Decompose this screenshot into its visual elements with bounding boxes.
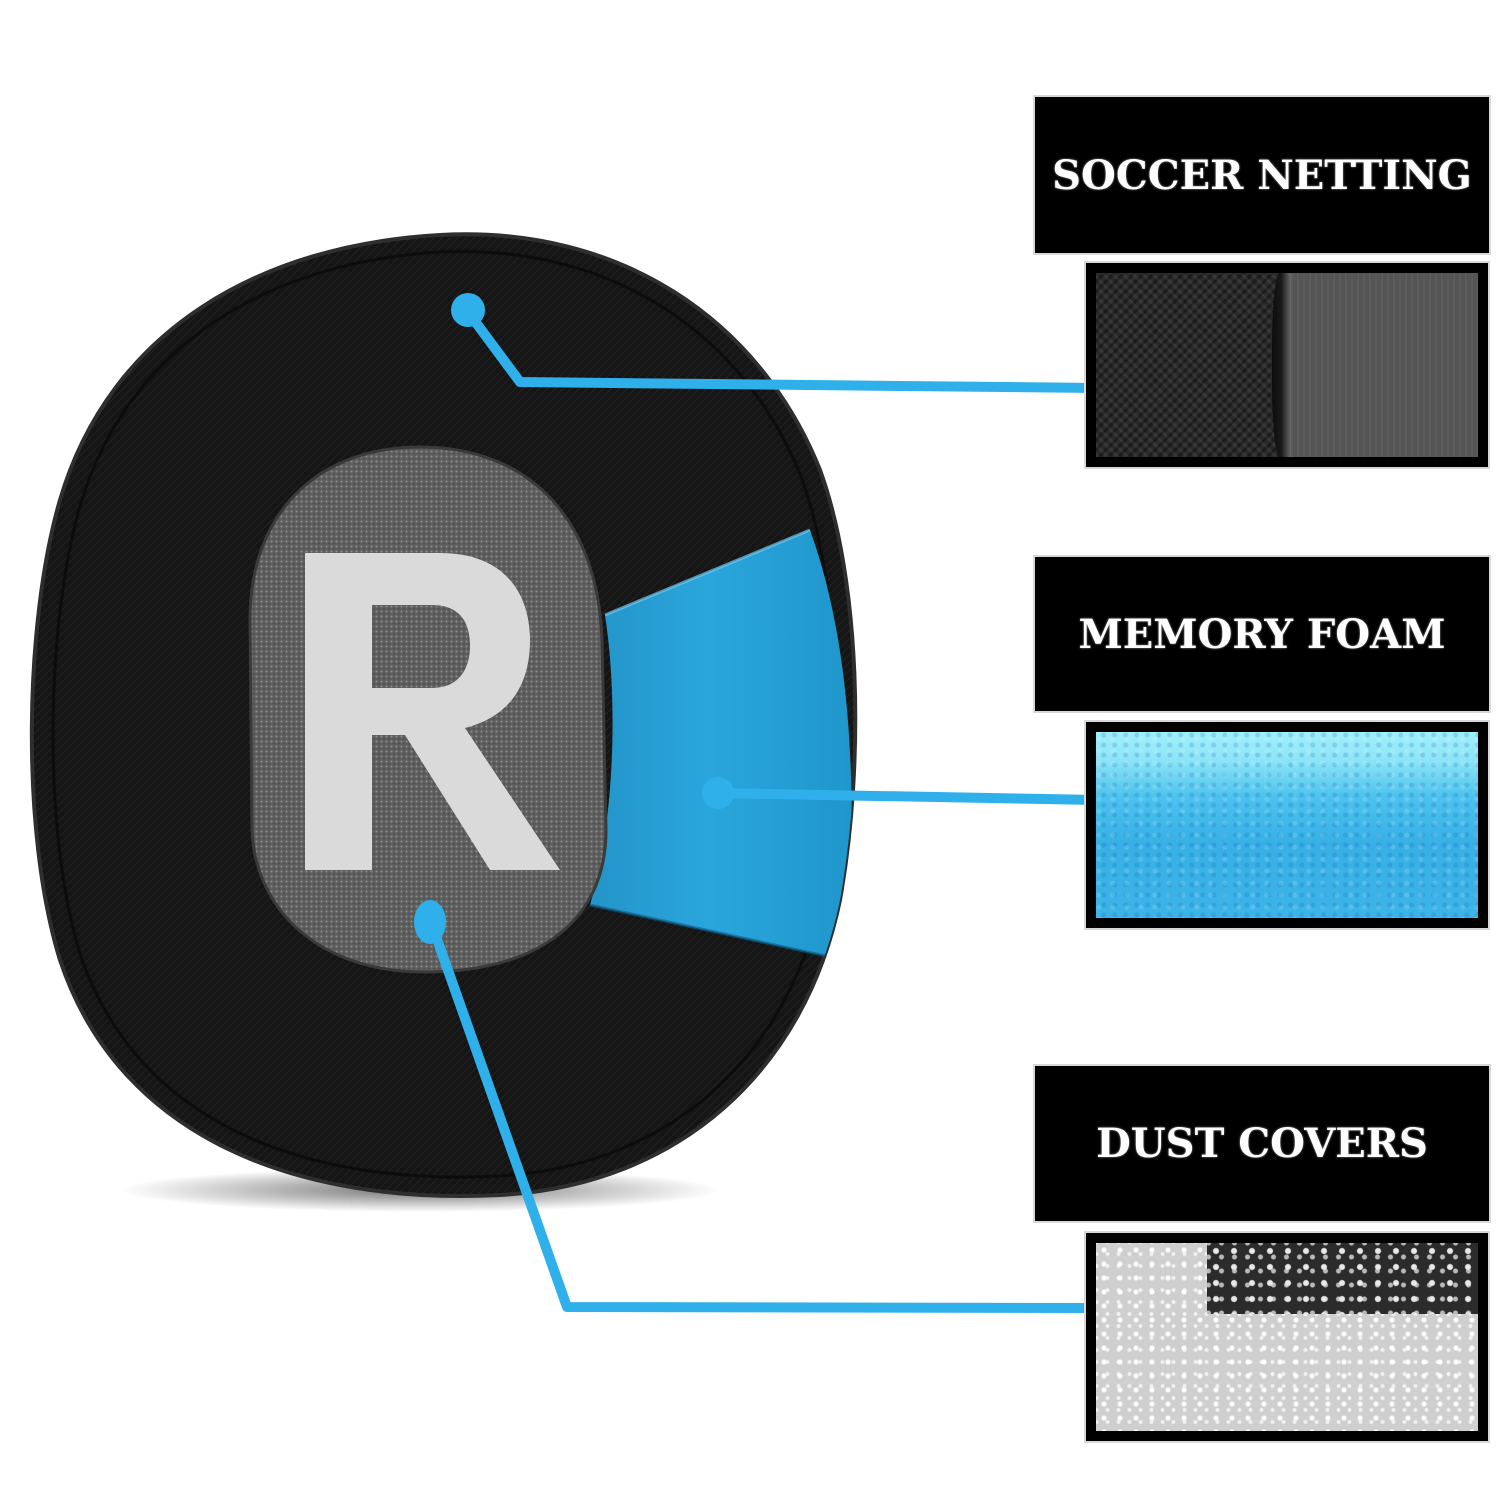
callout-dot-soccer-netting — [451, 293, 485, 327]
callout-line-dust-covers — [427, 920, 1115, 1313]
label-soccer-netting: SOCCER NETTING — [1035, 97, 1489, 253]
callout-lines — [427, 307, 1115, 1313]
label-text: MEMORY FOAM — [1078, 610, 1446, 658]
callout-dot-memory-foam — [702, 777, 734, 809]
right-side-letter — [305, 553, 560, 870]
leather-texture — [1290, 273, 1478, 457]
label-text: SOCCER NETTING — [1052, 151, 1472, 199]
netting-texture — [1096, 273, 1280, 457]
callout-line-memory-foam — [711, 788, 1103, 805]
swatch-soccer-netting — [1086, 263, 1488, 467]
foam-texture — [1096, 732, 1478, 918]
memory-foam-section — [589, 528, 852, 962]
label-dust-covers: DUST COVERS — [1035, 1066, 1489, 1221]
callout-line-soccer-netting — [463, 307, 1105, 393]
label-text: DUST COVERS — [1096, 1120, 1428, 1167]
swatch-memory-foam — [1086, 722, 1488, 928]
dark-weave-patch — [1206, 1243, 1478, 1315]
swatch-dust-covers — [1086, 1233, 1488, 1441]
callout-dot-dust-covers — [414, 900, 446, 944]
callout-dots — [414, 293, 734, 944]
label-memory-foam: MEMORY FOAM — [1035, 557, 1489, 711]
dust-cover-texture — [1096, 1243, 1478, 1431]
netting-seam — [1271, 273, 1291, 457]
